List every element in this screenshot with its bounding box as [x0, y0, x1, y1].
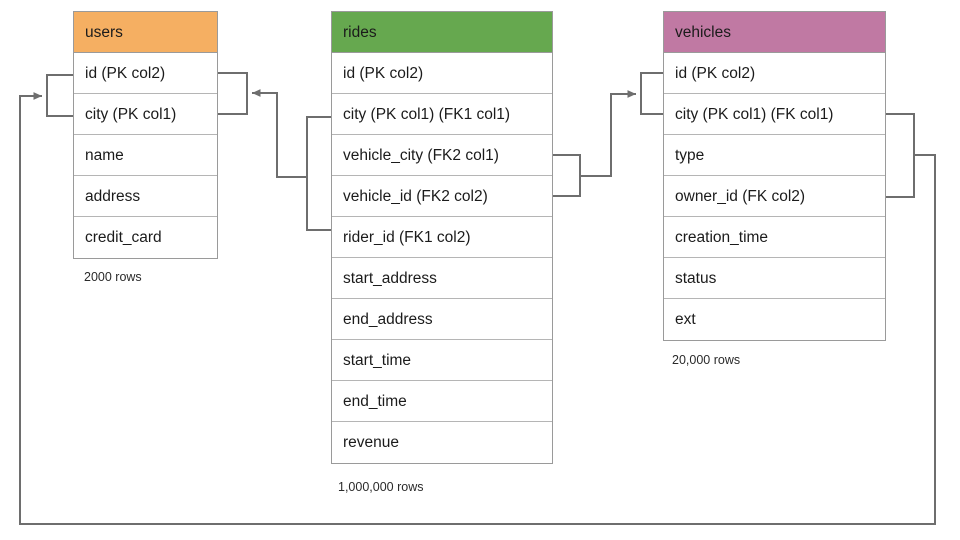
table-vehicles-column-type[interactable]: type — [664, 135, 885, 176]
table-users-column-id[interactable]: id (PK col2) — [74, 53, 217, 94]
table-rides[interactable]: rides id (PK col2) city (PK col1) (FK1 c… — [331, 11, 553, 464]
table-users-header: users — [74, 12, 217, 53]
relationship-rides-to-vehicles — [580, 90, 636, 177]
table-vehicles-column-ext[interactable]: ext — [664, 299, 885, 340]
table-rides-row-count: 1,000,000 rows — [338, 480, 424, 494]
table-rides-column-start-time[interactable]: start_time — [332, 340, 552, 381]
connector-vehicles-right-bracket — [886, 113, 915, 198]
table-rides-column-vehicle-city[interactable]: vehicle_city (FK2 col1) — [332, 135, 552, 176]
table-vehicles[interactable]: vehicles id (PK col2) city (PK col1) (FK… — [663, 11, 886, 341]
table-users-column-city[interactable]: city (PK col1) — [74, 94, 217, 135]
table-rides-header: rides — [332, 12, 552, 53]
table-rides-column-end-address[interactable]: end_address — [332, 299, 552, 340]
table-rides-column-vehicle-id[interactable]: vehicle_id (FK2 col2) — [332, 176, 552, 217]
table-users-column-address[interactable]: address — [74, 176, 217, 217]
relationship-rides-to-users — [252, 89, 307, 178]
connector-users-right-bracket — [218, 72, 248, 115]
table-users-column-name[interactable]: name — [74, 135, 217, 176]
connector-rides-right-bracket — [553, 154, 581, 197]
table-rides-column-rider-id[interactable]: rider_id (FK1 col2) — [332, 217, 552, 258]
connector-rides-left-bracket — [306, 116, 331, 231]
table-vehicles-column-city[interactable]: city (PK col1) (FK col1) — [664, 94, 885, 135]
table-rides-column-id[interactable]: id (PK col2) — [332, 53, 552, 94]
table-users[interactable]: users id (PK col2) city (PK col1) name a… — [73, 11, 218, 259]
table-rides-column-revenue[interactable]: revenue — [332, 422, 552, 463]
table-vehicles-row-count: 20,000 rows — [672, 353, 741, 367]
connector-vehicles-left-bracket — [640, 72, 663, 115]
table-vehicles-column-id[interactable]: id (PK col2) — [664, 53, 885, 94]
table-vehicles-column-creation-time[interactable]: creation_time — [664, 217, 885, 258]
table-rides-column-city[interactable]: city (PK col1) (FK1 col1) — [332, 94, 552, 135]
table-users-row-count: 2000 rows — [84, 270, 142, 284]
table-vehicles-header: vehicles — [664, 12, 885, 53]
table-vehicles-column-status[interactable]: status — [664, 258, 885, 299]
table-users-column-credit-card[interactable]: credit_card — [74, 217, 217, 258]
table-vehicles-column-owner-id[interactable]: owner_id (FK col2) — [664, 176, 885, 217]
table-rides-column-start-address[interactable]: start_address — [332, 258, 552, 299]
connector-users-left-bracket — [46, 74, 73, 117]
table-rides-column-end-time[interactable]: end_time — [332, 381, 552, 422]
